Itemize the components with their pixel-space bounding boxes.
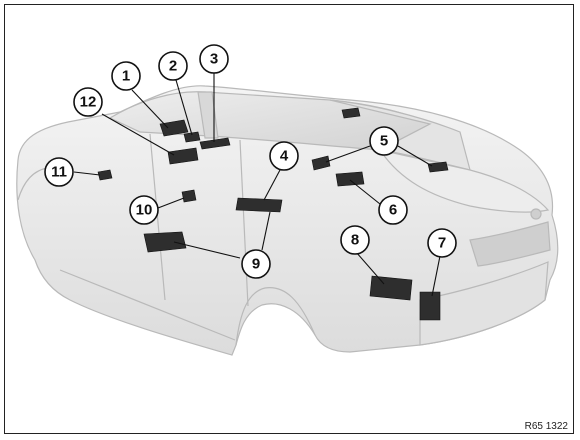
- callout-label-9: 9: [252, 256, 260, 273]
- callout-12: 12: [73, 87, 103, 117]
- leader-9b: [261, 211, 271, 251]
- control-unit-5a: [311, 155, 331, 171]
- callout-9: 9: [241, 249, 271, 279]
- control-unit-7: [419, 291, 441, 321]
- control-unit-1: [159, 119, 189, 137]
- callout-label-6: 6: [389, 202, 397, 219]
- sill-line: [59, 269, 236, 341]
- callout-8: 8: [340, 225, 370, 255]
- callout-10: 10: [129, 195, 159, 225]
- callout-label-4: 4: [280, 148, 289, 165]
- door-line-front: [149, 133, 166, 301]
- trunk-lid: [378, 149, 550, 213]
- callout-label-12: 12: [80, 94, 97, 111]
- callout-1: 1: [111, 61, 141, 91]
- callout-label-7: 7: [438, 235, 446, 252]
- control-unit-5b: [341, 107, 361, 119]
- callout-label-10: 10: [136, 202, 153, 219]
- control-unit-3: [199, 137, 231, 150]
- callout-4: 4: [269, 141, 299, 171]
- leader-5b: [397, 145, 433, 167]
- leader-5a: [325, 145, 371, 163]
- leader-10: [157, 197, 185, 209]
- control-unit-9: [143, 231, 187, 253]
- control-unit-10: [181, 189, 197, 203]
- leader-11: [73, 171, 101, 176]
- callout-6: 6: [378, 195, 408, 225]
- leader-4: [263, 169, 281, 201]
- car-body: [16, 85, 559, 356]
- leader-2: [175, 79, 193, 136]
- control-unit-2: [183, 131, 201, 143]
- callout-3: 3: [199, 44, 229, 74]
- control-unit-8: [369, 275, 413, 301]
- control-unit-12: [167, 147, 199, 165]
- control-unit-11: [97, 169, 113, 181]
- callouts: 1 2 3 4 5 6 7 8 9 10 11 12: [44, 44, 457, 279]
- callout-label-5: 5: [380, 133, 388, 150]
- control-unit-4: [235, 197, 283, 213]
- tail-light: [469, 221, 551, 267]
- callout-label-1: 1: [122, 68, 130, 85]
- figure-reference-code: R65 1322: [524, 421, 568, 432]
- leader-7: [431, 255, 441, 297]
- callout-2: 2: [158, 51, 188, 81]
- rear-wheel-arch: [235, 287, 316, 346]
- callout-label-8: 8: [351, 232, 359, 249]
- callout-label-11: 11: [51, 164, 67, 181]
- leader-1: [131, 89, 169, 129]
- leader-6: [349, 179, 381, 205]
- rear-bumper: [419, 261, 549, 346]
- door-line-rear: [239, 139, 249, 307]
- leader-8: [355, 251, 385, 285]
- trunk-emblem: [530, 208, 542, 220]
- callout-7: 7: [427, 228, 457, 258]
- leader-lines: [73, 72, 441, 297]
- callout-11: 11: [44, 157, 74, 187]
- control-unit-5c: [427, 161, 449, 173]
- control-unit-6: [335, 171, 365, 187]
- b-pillar: [197, 91, 219, 139]
- leader-12: [101, 113, 175, 156]
- callout-5: 5: [369, 126, 399, 156]
- leader-9a: [173, 241, 241, 259]
- callout-label-2: 2: [169, 58, 177, 75]
- callout-label-3: 3: [210, 51, 218, 68]
